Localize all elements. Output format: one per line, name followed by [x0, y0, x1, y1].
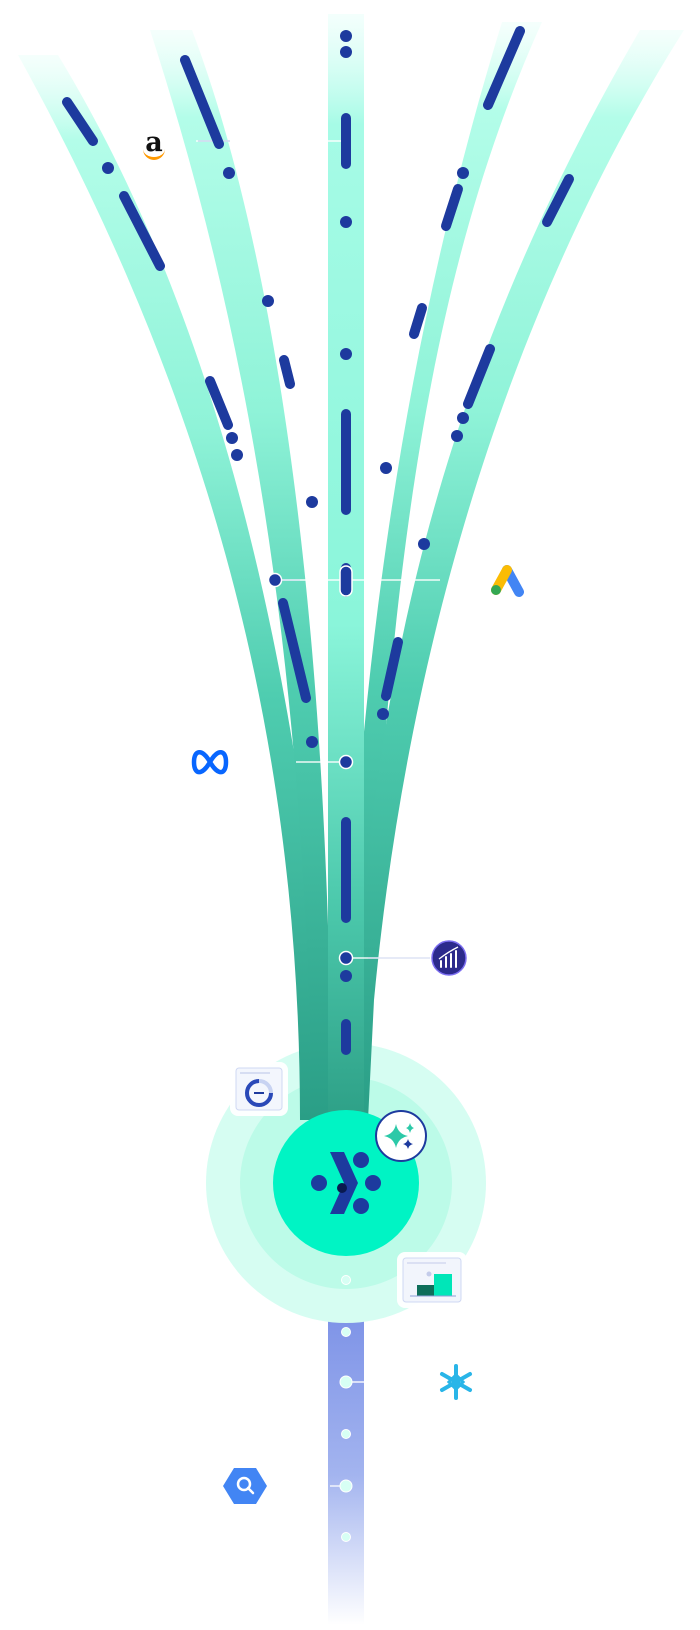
amazon-logo: a	[136, 127, 172, 163]
snowflake-logo	[442, 1366, 470, 1398]
donut-chart-widget	[230, 1062, 288, 1116]
meta-logo	[194, 752, 226, 772]
bar-chart-widget	[397, 1252, 467, 1308]
google-ads-logo	[491, 570, 519, 595]
adobe-analytics-logo	[432, 941, 466, 975]
bigquery-logo	[223, 1468, 267, 1504]
amazon-smile-icon	[143, 149, 165, 160]
sparkle-icon	[376, 1111, 426, 1161]
stream-far-right	[352, 30, 684, 1120]
